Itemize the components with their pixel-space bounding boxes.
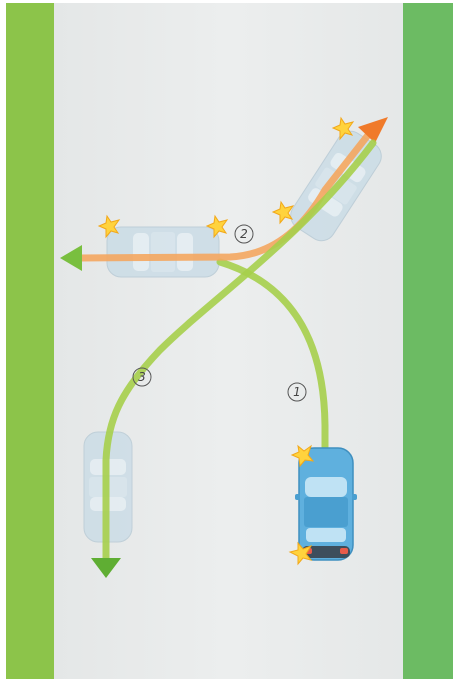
step-number-1: 1 <box>293 385 301 399</box>
car-icon <box>295 448 357 560</box>
step-number-2: 2 <box>240 227 248 241</box>
step-number-3: 3 <box>138 370 146 384</box>
left-grass-strip <box>6 3 54 679</box>
road-surface <box>6 3 453 679</box>
ghost-car-icon <box>107 227 219 277</box>
right-grass-strip <box>403 3 453 679</box>
